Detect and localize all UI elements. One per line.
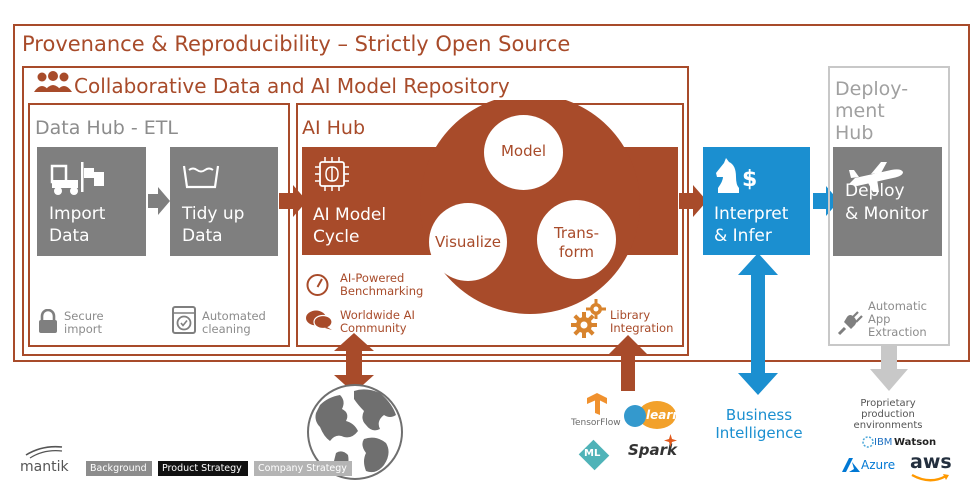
production-line-2: production <box>861 409 915 420</box>
forklift-icon <box>50 162 104 195</box>
tag-company-strategy[interactable]: Company Strategy <box>254 461 352 476</box>
production-line-3: environments <box>853 420 923 431</box>
ai-hub-title: AI Hub <box>302 117 366 139</box>
deployment-title-2: ment <box>835 100 885 122</box>
outer-frame <box>13 24 970 362</box>
gears-icon <box>571 299 606 338</box>
tidy-data-box[interactable]: Tidy up Data <box>170 147 278 256</box>
cleaning-line-2: cleaning <box>202 322 251 336</box>
washbasin-icon <box>182 165 220 189</box>
business-intelligence-label: Business Intelligence <box>700 406 818 442</box>
deploy-monitor-box[interactable]: Deploy & Monitor <box>833 147 942 256</box>
extraction-line-3: Extraction <box>868 325 927 339</box>
tensorflow-label: TensorFlow <box>571 418 621 428</box>
tidy-label-2: Data <box>182 226 223 246</box>
deployment-title: Deploy- ment Hub <box>835 78 908 144</box>
production-line-1: Proprietary <box>860 398 916 409</box>
azure-icon <box>842 458 860 472</box>
model-circle[interactable] <box>484 115 563 190</box>
arrow-community-globe <box>334 333 374 393</box>
spark-star-icon <box>664 434 677 447</box>
arrow-business-intelligence <box>738 253 778 395</box>
transform-line-2: form <box>559 243 594 261</box>
azure-label: Azure <box>861 458 896 472</box>
arrow-interpret-to-deploy <box>813 186 839 216</box>
secure-import-label: Secure import <box>64 310 104 336</box>
ai-model-cycle-label: AI Model Cycle <box>313 204 386 248</box>
arrow-aihub-to-interpret <box>679 185 707 217</box>
aws-label: aws <box>910 451 952 473</box>
mantik-brand: mantik <box>20 459 69 475</box>
library-line-1: Library <box>610 308 651 322</box>
interpret-infer-box[interactable]: Interpret & Infer <box>703 147 810 255</box>
data-hub-title: Data Hub - ETL <box>35 117 178 139</box>
sklearn-blue-blob <box>624 405 646 427</box>
repository-title: Collaborative Data and AI Model Reposito… <box>74 74 510 98</box>
chess-knight-dollar-icon: $ <box>716 158 757 193</box>
deployment-title-3: Hub <box>835 122 874 144</box>
data-hub-frame <box>28 103 290 347</box>
gauge-icon <box>306 274 329 296</box>
import-label-1: Import <box>49 204 106 224</box>
library-integration-label: Library Integration <box>610 309 673 335</box>
mantik-logo-icon <box>25 445 63 459</box>
airplane-icon <box>849 162 903 192</box>
transform-label: Trans- form <box>537 224 616 262</box>
automated-cleaning-label: Automated cleaning <box>202 310 266 336</box>
model-label: Model <box>500 142 547 160</box>
globe-icon <box>307 384 403 480</box>
bench-line-1: AI-Powered <box>340 271 405 285</box>
brain-chip-icon <box>315 157 349 191</box>
ibm-label: IBM <box>874 437 893 448</box>
arrow-production <box>870 345 908 391</box>
extraction-line-2: App <box>868 312 891 326</box>
interpret-line-2: & Infer <box>714 226 772 246</box>
arrow-datahub-to-aihub <box>279 185 307 217</box>
svg-text:$: $ <box>742 167 757 192</box>
arrow-import-to-tidy <box>148 187 170 215</box>
app-extraction-label: Automatic App Extraction <box>868 300 927 339</box>
deploy-line-2: & Monitor <box>845 204 929 224</box>
spark-label: Spark <box>628 441 678 459</box>
watson-label: Watson <box>894 437 937 448</box>
lock-icon <box>39 309 57 333</box>
library-line-2: Integration <box>610 321 674 335</box>
secure-line-2: import <box>64 322 102 336</box>
visualize-circle[interactable] <box>429 203 507 281</box>
chat-icon <box>306 310 333 330</box>
sklearn-label: learn <box>646 408 681 422</box>
community-line-1: Worldwide AI <box>340 308 415 322</box>
aws-smile-icon <box>911 473 949 482</box>
ml-label: ML <box>584 448 601 459</box>
import-label-2: Data <box>49 226 90 246</box>
interpret-line-1: Interpret <box>714 204 789 224</box>
business-line-1: Business <box>725 406 793 424</box>
sklearn-logo: learn <box>624 401 681 431</box>
tag-product-strategy[interactable]: Product Strategy <box>158 461 248 476</box>
cycle-line-2: Cycle <box>313 227 360 247</box>
secure-line-1: Secure <box>64 309 104 323</box>
community-line-2: Community <box>340 321 407 335</box>
production-label: Proprietary production environments <box>840 398 936 431</box>
deployment-title-1: Deploy- <box>835 78 909 100</box>
transform-circle[interactable] <box>537 200 616 279</box>
business-line-2: Intelligence <box>715 424 803 442</box>
transform-line-1: Trans- <box>553 224 600 242</box>
visualize-label: Visualize <box>434 233 502 251</box>
bench-line-2: Benchmarking <box>340 284 424 298</box>
tidy-label-1: Tidy up <box>182 204 245 224</box>
people-icon <box>34 71 72 92</box>
washing-machine-icon <box>172 306 196 334</box>
tag-background[interactable]: Background <box>86 461 152 476</box>
plug-icon <box>837 311 863 336</box>
cycle-line-1: AI Model <box>313 205 387 225</box>
cleaning-line-1: Automated <box>202 309 266 323</box>
community-label: Worldwide AI Community <box>340 309 415 335</box>
page-title: Provenance & Reproducibility – Strictly … <box>22 32 571 56</box>
arrow-library-logos <box>608 335 648 391</box>
ibm-watson-icon <box>862 436 874 448</box>
tensorflow-icon <box>587 393 607 415</box>
extraction-line-1: Automatic <box>868 299 927 313</box>
benchmarking-label: AI-Powered Benchmarking <box>340 272 423 298</box>
